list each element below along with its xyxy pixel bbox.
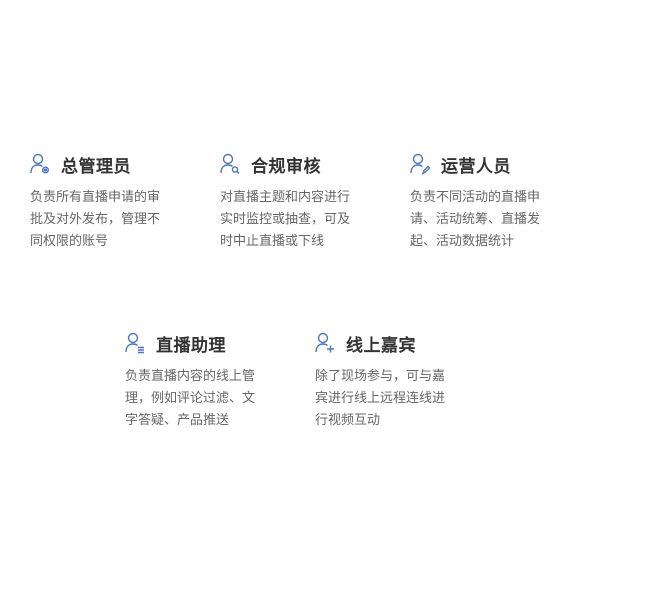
role-card-compliance: 合规审核 对直播主题和内容进行实时监控或抽查，可及时中止直播或下线 xyxy=(220,152,360,253)
role-card-admin: 总管理员 负责所有直播申请的审批及对外发布，管理不同权限的账号 xyxy=(30,152,170,253)
user-add-icon xyxy=(315,332,335,354)
role-description: 负责所有直播申请的审批及对外发布，管理不同权限的账号 xyxy=(30,190,161,249)
user-list-icon xyxy=(125,332,145,354)
role-description: 负责不同活动的直播申请、活动统筹、直播发起、活动数据统计 xyxy=(410,190,541,249)
role-card-operations: 运营人员 负责不同活动的直播申请、活动统筹、直播发起、活动数据统计 xyxy=(410,152,550,253)
role-title: 直播助理 xyxy=(156,335,226,356)
role-description: 对直播主题和内容进行实时监控或抽查，可及时中止直播或下线 xyxy=(220,190,351,249)
role-description: 除了现场参与，可与嘉宾进行线上远程连线进行视频互动 xyxy=(315,369,446,428)
role-card-guest: 线上嘉宾 除了现场参与，可与嘉宾进行线上远程连线进行视频互动 xyxy=(315,331,455,432)
user-edit-icon xyxy=(410,153,430,175)
role-card-header: 运营人员 xyxy=(410,152,550,177)
role-title: 运营人员 xyxy=(441,156,511,177)
role-title: 总管理员 xyxy=(61,156,131,177)
user-search-icon xyxy=(220,153,240,175)
role-card-assistant: 直播助理 负责直播内容的线上管理，例如评论过滤、文字答疑、产品推送 xyxy=(125,331,265,432)
role-card-header: 直播助理 xyxy=(125,331,265,356)
role-title: 合规审核 xyxy=(251,156,321,177)
user-settings-icon xyxy=(30,153,50,175)
role-title: 线上嘉宾 xyxy=(346,335,416,356)
role-card-header: 合规审核 xyxy=(220,152,360,177)
role-card-header: 线上嘉宾 xyxy=(315,331,455,356)
role-description: 负责直播内容的线上管理，例如评论过滤、文字答疑、产品推送 xyxy=(125,369,256,428)
role-card-header: 总管理员 xyxy=(30,152,170,177)
